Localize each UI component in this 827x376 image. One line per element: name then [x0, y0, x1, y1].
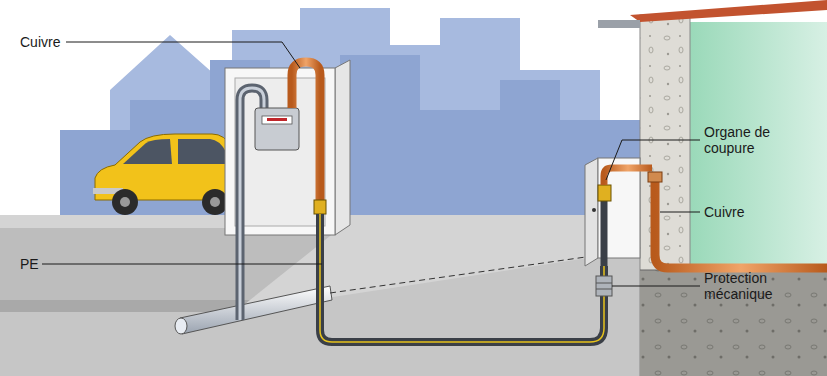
main-pipe: [180, 286, 332, 334]
car-window: [123, 139, 172, 164]
sidewalk: [0, 215, 640, 376]
part-label: PE: [20, 256, 60, 272]
pe-stripe: [320, 214, 604, 342]
cabinet-opening: [235, 78, 325, 226]
ground: [0, 215, 640, 376]
part-label: Cuivre: [20, 34, 80, 50]
leader-line: [42, 264, 322, 265]
meter-counter: [267, 118, 287, 121]
pipe-fitting: [648, 172, 662, 182]
sleeve-ring: [596, 283, 612, 284]
part-label: Cuivre: [704, 204, 822, 220]
mechanical-sleeve: [596, 276, 612, 296]
cabinet-side: [335, 60, 350, 235]
road: [0, 228, 340, 300]
main-pipe-end: [175, 318, 187, 334]
car-wheel: [112, 189, 138, 215]
car: [93, 134, 240, 215]
car-hub: [120, 197, 130, 207]
shut-off-valve: [598, 185, 611, 201]
roof-edge: [630, 0, 827, 22]
sleeve-ring: [596, 289, 612, 290]
gutter: [598, 20, 640, 28]
car-window: [178, 139, 230, 164]
leader-line: [66, 42, 300, 68]
part-label: Organe de coupure: [704, 124, 784, 156]
car-hub: [210, 197, 220, 207]
leader-lines: [42, 42, 700, 286]
curb: [0, 300, 250, 312]
meter-display: [262, 116, 292, 124]
valve: [314, 200, 326, 214]
copper-outlet: [292, 62, 320, 210]
box-side: [585, 158, 598, 266]
indoor-copper: [648, 172, 827, 268]
gas-meter: [255, 108, 299, 150]
copper-pipe: [655, 178, 827, 268]
pe-service-pipe: [320, 214, 604, 342]
interior-wall: [690, 22, 827, 270]
wall-box: [585, 158, 652, 296]
service-pipes: [240, 62, 604, 342]
box-lock: [592, 208, 596, 212]
leader-line: [612, 286, 700, 287]
part-label: Protection mécanique: [704, 270, 784, 302]
leader-line: [660, 212, 700, 213]
copper-through-wall: [604, 168, 652, 185]
leader-line: [606, 140, 700, 180]
pipe-axis: [330, 255, 600, 293]
car-wheel: [202, 189, 228, 215]
building: [598, 0, 827, 376]
riser-to-valve: [601, 200, 608, 266]
